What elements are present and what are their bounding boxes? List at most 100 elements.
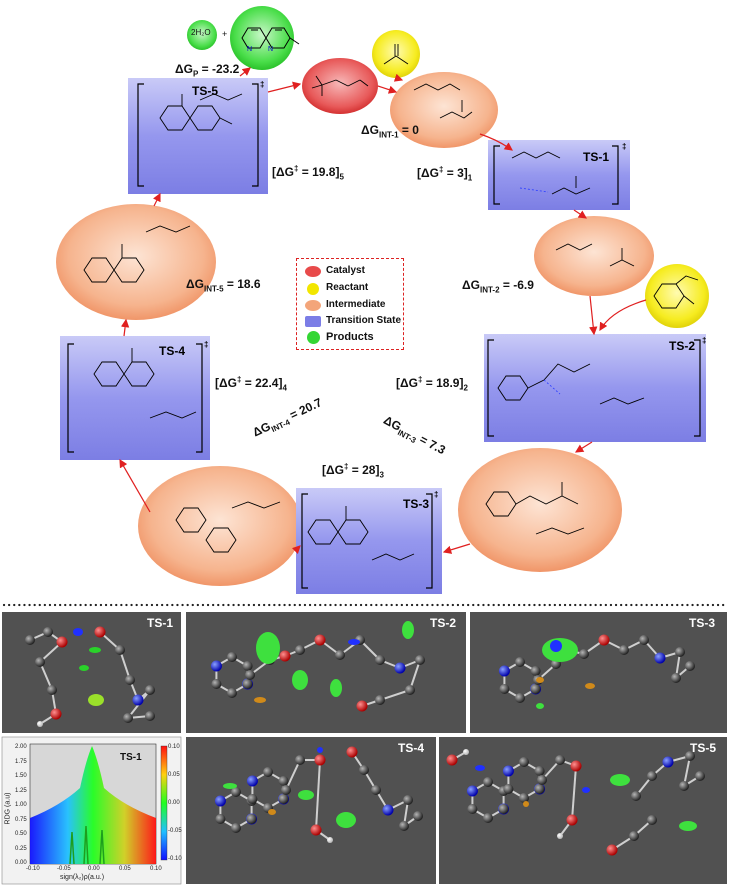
rdg-xlabel: sign(λ₂)ρ(a.u.): [60, 874, 105, 881]
rdg-ytick: 0.25: [15, 845, 27, 852]
atom-O: [94, 626, 106, 638]
catalyst-bubble: [302, 58, 378, 114]
nci-panel-ts3: [470, 612, 727, 733]
legend-swatch: [305, 316, 321, 327]
arrow-ts3-int4: [291, 545, 301, 555]
nci-isosurface: [348, 639, 360, 645]
rdg-scatter: [30, 746, 156, 864]
nci-isosurface: [402, 621, 414, 639]
atom-C: [231, 823, 241, 833]
nci-isosurface: [679, 821, 697, 831]
atom-O: [566, 814, 578, 826]
catalyst-structure: [311, 75, 369, 96]
atom-C: [231, 787, 241, 797]
atom-O: [50, 708, 62, 720]
product-structure: [241, 27, 300, 49]
atom-C: [537, 775, 547, 785]
atom-C: [555, 755, 565, 765]
ts5-label: TS-5: [192, 84, 219, 98]
nci-isosurface: [610, 774, 630, 786]
arrow-int5-ts5: [153, 192, 161, 207]
nci-isosurface: [268, 809, 276, 815]
ts2-dagger: ‡: [702, 336, 707, 345]
ts4-box: [60, 336, 210, 460]
nci-isosurface: [223, 783, 237, 789]
atom-C: [359, 765, 369, 775]
rdg-colorbar-tick: 0.00: [168, 800, 180, 806]
ts3-structure: [307, 506, 415, 561]
nci-ts1-title: TS-1: [147, 616, 174, 630]
arrow-int4-ts4: [119, 458, 151, 513]
nci-panel-ts5: [439, 737, 727, 884]
nci-isosurface: [475, 765, 485, 771]
atom-C: [519, 793, 529, 803]
reactant-aldehyde-bubble: [645, 264, 709, 328]
atom-C: [227, 688, 237, 698]
rdg-ytick: 1.50: [15, 773, 27, 779]
atom-N: [654, 652, 666, 664]
arrow-ts4-int5: [120, 318, 130, 337]
dg-ts3: [ΔG‡ = 28]3: [322, 462, 384, 480]
atom-C: [619, 645, 629, 655]
atom-O: [314, 634, 326, 646]
product-n1: N: [247, 46, 252, 53]
atom-C: [278, 776, 289, 786]
atom-C: [647, 771, 657, 781]
atom-O: [570, 760, 582, 772]
ts4-structure: [93, 348, 197, 419]
int5-bubble: [56, 204, 216, 320]
atom-C: [467, 804, 478, 814]
atom-H: [463, 749, 469, 755]
arrow-ts5-product: [239, 67, 251, 77]
atom-N: [394, 662, 406, 674]
atom-C: [227, 652, 237, 662]
atom-C: [499, 684, 510, 694]
int2-structure: [555, 243, 635, 267]
nci-isosurface: [550, 640, 562, 652]
aldehyde-structure: [653, 275, 699, 309]
int4-structure: [175, 501, 281, 553]
atom-C: [579, 649, 589, 659]
atom-H: [557, 833, 563, 839]
atom-C: [530, 684, 541, 694]
atom-O: [446, 754, 458, 766]
atom-N: [382, 804, 394, 816]
bond: [39, 661, 53, 691]
ts1-brackets: [493, 145, 619, 205]
rdg-xtick: -0.05: [57, 866, 71, 872]
dg-int2: ΔGINT-2 = -6.9: [462, 278, 534, 295]
atom-C: [115, 645, 125, 655]
reactant-acetone-bubble: [372, 30, 420, 78]
water-label: 2H₂O: [191, 28, 211, 37]
atom-N: [132, 694, 144, 706]
legend-swatch: [307, 283, 319, 295]
atom-O: [56, 636, 68, 648]
nci-molecules: [25, 621, 705, 856]
atom-C: [631, 791, 641, 801]
ts3-box: [296, 488, 442, 594]
nci-isosurface: [536, 703, 544, 709]
atom-C: [295, 755, 305, 765]
nci-isosurface: [523, 801, 529, 807]
dg-products: ΔGP = -23.2: [175, 62, 240, 79]
nci-isosurface: [292, 670, 308, 690]
product-n2: N: [268, 46, 273, 53]
nci-isosurface: [256, 632, 280, 664]
int2-bubble: [534, 216, 654, 296]
ts3-dagger: ‡: [434, 490, 439, 499]
nci-isosurface: [73, 628, 83, 636]
dg-ts1: [ΔG‡ = 3]1: [417, 165, 473, 183]
nci-isosurface: [585, 683, 595, 689]
rdg-colorbar-tick: 0.10: [168, 744, 180, 750]
int1-structure: [413, 83, 473, 119]
int5-structure: [83, 225, 191, 283]
atom-C: [534, 766, 545, 776]
atom-C: [413, 811, 423, 821]
arrow-int1-ts1: [479, 133, 513, 151]
nci-isosurface: [336, 812, 356, 828]
nci-ts5-title: TS-5: [690, 741, 717, 755]
atom-C: [242, 661, 253, 671]
ts4-dagger: ‡: [204, 340, 209, 349]
nci-ts4-title: TS-4: [398, 741, 425, 755]
